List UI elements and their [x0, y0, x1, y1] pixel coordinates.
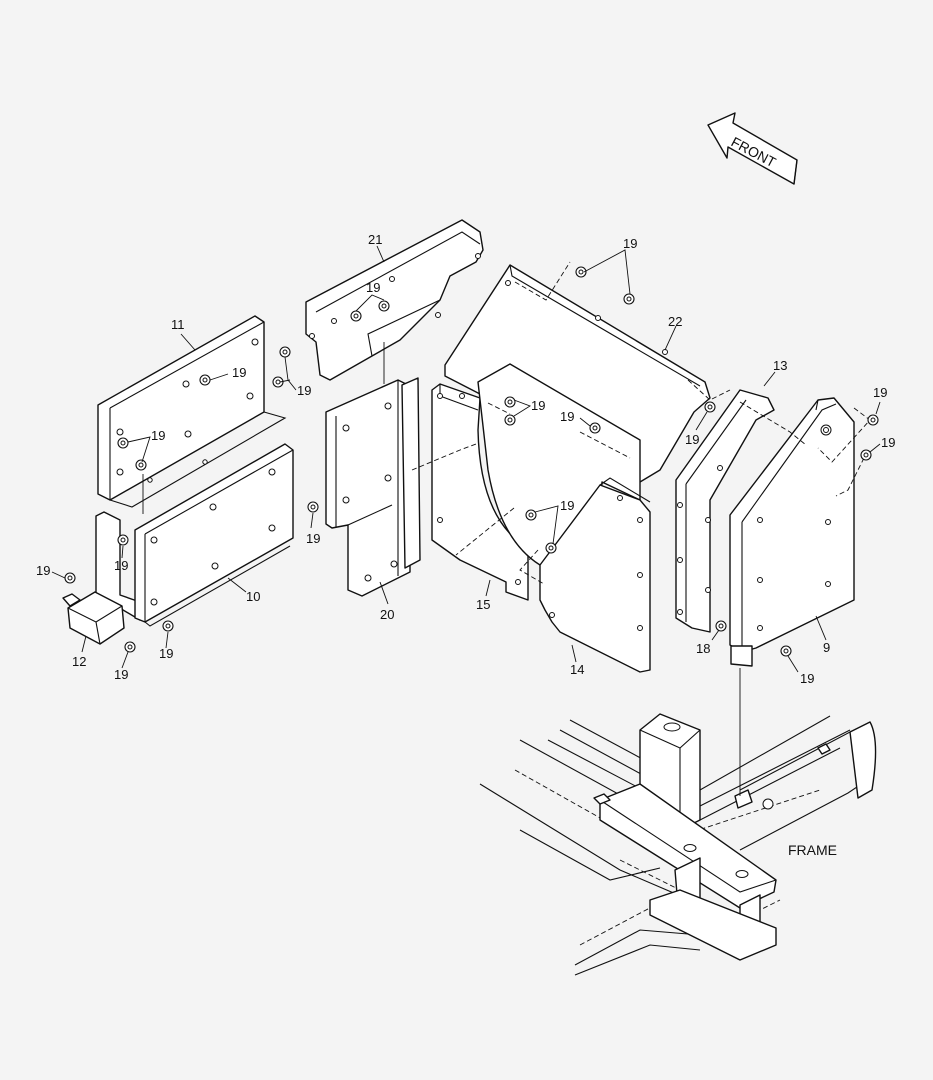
- callout-21: 21: [368, 232, 382, 247]
- callout-19: 19: [159, 646, 173, 661]
- callout-19: 19: [560, 498, 574, 513]
- callout-9: 9: [823, 640, 830, 655]
- frame-label: FRAME: [788, 842, 837, 858]
- callout-19: 19: [873, 385, 887, 400]
- bolt-icon: [124, 641, 136, 653]
- bolt-icon: [135, 459, 147, 471]
- bolt-icon: [279, 346, 291, 358]
- callout-19: 19: [232, 365, 246, 380]
- part-12-cover: [62, 591, 125, 645]
- bolt-icon: [575, 266, 587, 278]
- callout-19: 19: [685, 432, 699, 447]
- bolt-icon: [589, 422, 601, 434]
- part-20-post: [325, 377, 421, 597]
- part-14-panel: [477, 363, 651, 673]
- callout-numbers: 11 19 19 19 19 19 10 19 19 12 19 21 19 2…: [36, 232, 895, 686]
- bolt-icon: [117, 534, 129, 546]
- part-11-plate: [97, 315, 287, 508]
- callout-19: 19: [114, 667, 128, 682]
- bolt-icon: [867, 414, 879, 426]
- frame-assembly: FRAME: [479, 713, 877, 976]
- bolt-icon: [272, 376, 284, 388]
- part-9-panel: [729, 397, 855, 667]
- part-10-box: [95, 443, 294, 627]
- part-13-panel: [675, 389, 775, 633]
- bolt-icon: [545, 542, 557, 554]
- callout-15: 15: [476, 597, 490, 612]
- bolt-icon: [117, 437, 129, 449]
- bolt-icon: [162, 620, 174, 632]
- bolt-icon: [623, 293, 635, 305]
- callout-14: 14: [570, 662, 584, 677]
- bolt-icon: [504, 396, 516, 408]
- bolt-icon: [525, 509, 537, 521]
- callout-10: 10: [246, 589, 260, 604]
- part-21-bracket: [305, 219, 484, 381]
- bolt-icon: [199, 374, 211, 386]
- callout-19: 19: [36, 563, 50, 578]
- callout-19: 19: [623, 236, 637, 251]
- callout-19: 19: [531, 398, 545, 413]
- callout-19: 19: [306, 531, 320, 546]
- callout-11: 11: [171, 317, 185, 332]
- leader-lines: [51, 245, 881, 673]
- callout-12: 12: [72, 654, 86, 669]
- alignment-lines: [142, 342, 871, 796]
- bolt-icon: [780, 645, 792, 657]
- part-15-panel: [431, 383, 529, 601]
- bolt-icon: [350, 310, 362, 322]
- callout-19: 19: [151, 428, 165, 443]
- bolt-icon: [715, 620, 727, 632]
- callout-19: 19: [800, 671, 814, 686]
- callout-19: 19: [560, 409, 574, 424]
- callout-19: 19: [114, 558, 128, 573]
- bolt-icon: [704, 401, 716, 413]
- front-arrow: FRONT: [707, 112, 798, 185]
- callout-19: 19: [297, 383, 311, 398]
- callout-19: 19: [366, 280, 380, 295]
- callout-20: 20: [380, 607, 394, 622]
- bolt-icon: [307, 501, 319, 513]
- bolt-icon: [860, 449, 872, 461]
- bolt-icon: [504, 414, 516, 426]
- callout-13: 13: [773, 358, 787, 373]
- bolt-icon: [64, 572, 76, 584]
- callout-22: 22: [668, 314, 682, 329]
- callout-19: 19: [881, 435, 895, 450]
- bolt-icon: [378, 300, 390, 312]
- callout-18: 18: [696, 641, 710, 656]
